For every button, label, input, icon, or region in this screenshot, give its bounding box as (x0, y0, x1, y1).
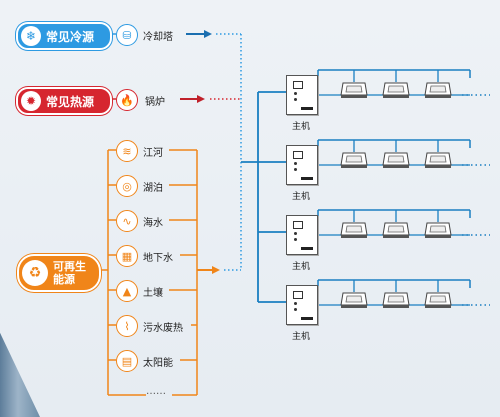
lake-icon: ◎ (116, 175, 138, 197)
renewable-label-line2: 能源 (53, 273, 75, 286)
indoor-cassette-unit (424, 220, 452, 240)
host-screen (293, 151, 303, 159)
cold-arrow-head (204, 30, 212, 38)
host-vent (301, 247, 313, 250)
snowflake-icon: ❄ (21, 26, 41, 46)
indoor-cassette-unit (424, 80, 452, 100)
host-unit (286, 285, 318, 325)
host-screen (293, 81, 303, 89)
sun-icon: ✹ (21, 91, 41, 111)
host-button (294, 232, 297, 235)
indoor-cassette-unit (424, 290, 452, 310)
host-unit (286, 215, 318, 255)
cooling-tower-icon: ⛁ (116, 24, 138, 46)
indoor-cassette-unit (340, 290, 368, 310)
host-label: 主机 (292, 332, 311, 342)
host-screen (293, 221, 303, 229)
host-button (294, 238, 297, 241)
host-label: 主机 (292, 192, 311, 202)
host-button (294, 302, 297, 305)
host-label: 主机 (292, 262, 311, 272)
renewable-item-label: 太阳能 (143, 358, 173, 369)
indoor-cassette-unit (382, 220, 410, 240)
cold-source-label: 常见冷源 (46, 29, 95, 44)
boiler-flame-icon: 🔥 (116, 89, 138, 111)
heat-source-label: 常见热源 (46, 94, 95, 109)
cooling-tower-label: 冷却塔 (143, 32, 173, 43)
host-vent (301, 177, 313, 180)
host-label: 主机 (292, 122, 311, 132)
wastewater-icon: ⌇ (116, 315, 138, 337)
renewable-item-label: 江河 (143, 148, 163, 159)
host-button (294, 308, 297, 311)
solar-panel-icon: ▤ (116, 350, 138, 372)
groundwater-icon: ▦ (116, 245, 138, 267)
renewable-item-label: 海水 (143, 218, 163, 229)
sea-wave-icon: ∿ (116, 210, 138, 232)
indoor-cassette-unit (340, 220, 368, 240)
heat-arrow-head (197, 95, 205, 103)
host-button (294, 92, 297, 95)
renewable-item-label: 土壤 (143, 288, 163, 299)
renewable-label-line1: 可再生 (53, 260, 86, 273)
indoor-cassette-unit (382, 290, 410, 310)
indoor-cassette-unit (382, 80, 410, 100)
heat-source-pill: ✹ 常见热源 (16, 87, 112, 115)
soil-icon: ▲ (116, 280, 138, 302)
renew-arrow-head (212, 266, 220, 274)
renewable-source-label: 可再生 能源 (53, 260, 86, 286)
host-unit (286, 75, 318, 115)
renewable-more-ellipsis: …… (146, 386, 166, 397)
host-button (294, 98, 297, 101)
host-button (294, 162, 297, 165)
renewable-item-label: 地下水 (143, 253, 173, 264)
indoor-cassette-unit (382, 150, 410, 170)
host-vent (301, 107, 313, 110)
recycle-icon: ♻ (22, 260, 48, 286)
host-button (294, 168, 297, 171)
host-unit (286, 145, 318, 185)
host-vent (301, 317, 313, 320)
indoor-cassette-unit (340, 150, 368, 170)
host-screen (293, 291, 303, 299)
renewable-item-label: 污水废热 (143, 323, 183, 334)
renewable-item-label: 湖泊 (143, 183, 163, 194)
renewable-source-pill: ♻ 可再生 能源 (17, 254, 101, 292)
indoor-cassette-unit (340, 80, 368, 100)
cold-source-pill: ❄ 常见冷源 (16, 22, 112, 50)
indoor-cassette-unit (424, 150, 452, 170)
river-icon: ≋ (116, 140, 138, 162)
boiler-label: 锅炉 (145, 97, 165, 108)
